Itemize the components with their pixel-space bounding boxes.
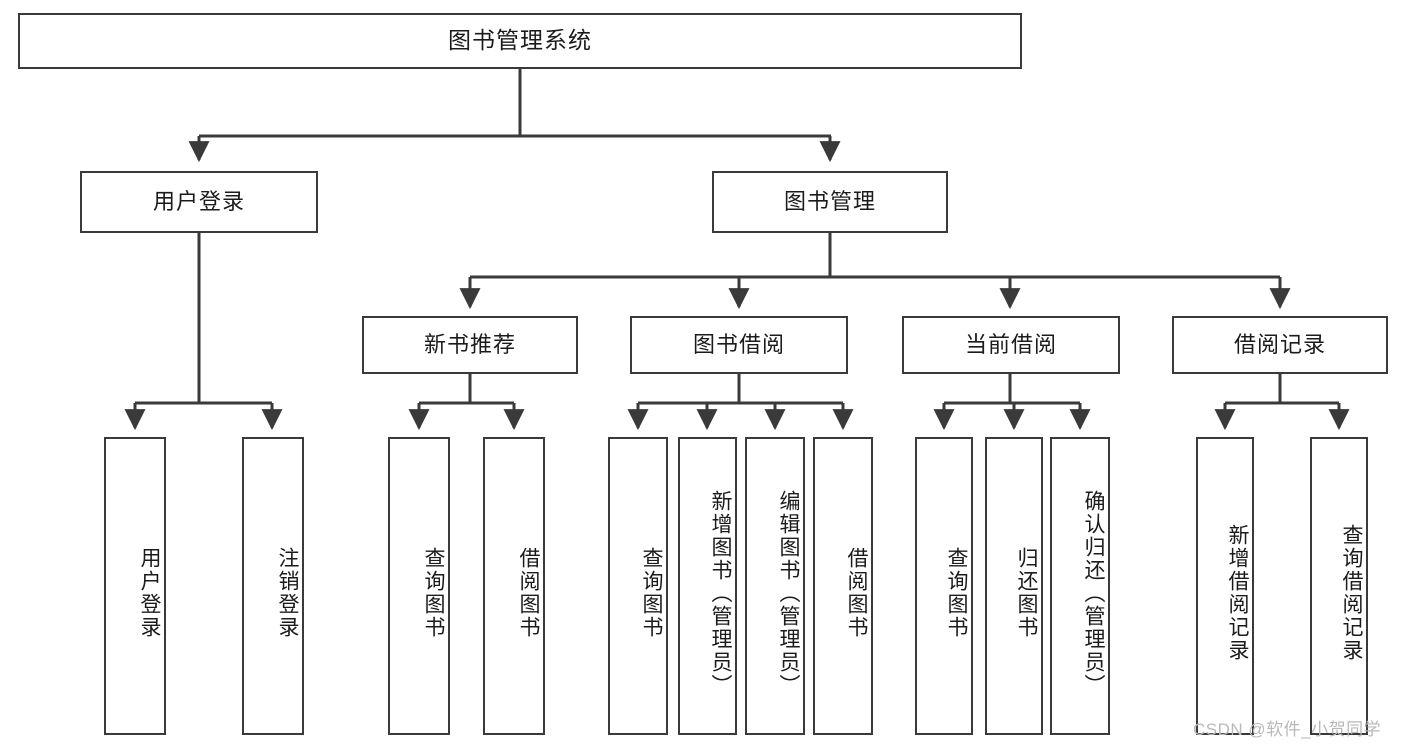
- node-new-book-recommendation[interactable]: 新书推荐: [362, 316, 578, 374]
- node-label: 新书推荐: [423, 331, 516, 357]
- node-label: 查询图书: [640, 547, 663, 639]
- node-label: 当前借阅: [964, 331, 1057, 357]
- node-label: 图书管理: [783, 188, 876, 214]
- node-label: 借阅图书: [845, 547, 868, 639]
- node-label: 图书管理系统: [448, 27, 592, 54]
- leaf-confirm-return-admin[interactable]: 确认归还（管理员）: [1050, 437, 1110, 735]
- node-label: 查询图书: [945, 547, 968, 639]
- csdn-watermark: CSDN @软件_小贺同学: [1193, 720, 1382, 739]
- node-label: 归还图书: [1015, 547, 1038, 639]
- leaf-borrow-books-borrowing[interactable]: 借阅图书: [813, 437, 873, 735]
- leaf-query-books-borrowing[interactable]: 查询图书: [608, 437, 668, 735]
- node-user-login[interactable]: 用户登录: [80, 171, 318, 233]
- node-book-borrowing[interactable]: 图书借阅: [630, 316, 848, 374]
- leaf-logout[interactable]: 注销登录: [242, 437, 304, 735]
- node-label: 新增图书（管理员）: [709, 489, 732, 697]
- leaf-borrow-books-recommend[interactable]: 借阅图书: [483, 437, 545, 735]
- node-label: 借阅记录: [1233, 331, 1326, 357]
- leaf-query-borrow-record[interactable]: 查询借阅记录: [1310, 437, 1368, 735]
- leaf-edit-book-admin[interactable]: 编辑图书（管理员）: [745, 437, 805, 735]
- leaf-query-books-current[interactable]: 查询图书: [915, 437, 973, 735]
- leaf-add-borrow-record[interactable]: 新增借阅记录: [1196, 437, 1254, 735]
- leaf-return-books[interactable]: 归还图书: [985, 437, 1043, 735]
- node-label: 借阅图书: [517, 547, 540, 639]
- node-borrow-records[interactable]: 借阅记录: [1172, 316, 1388, 374]
- node-label: 新增借阅记录: [1226, 524, 1249, 662]
- node-root-book-management-system[interactable]: 图书管理系统: [18, 13, 1022, 69]
- node-current-borrowing[interactable]: 当前借阅: [902, 316, 1120, 374]
- node-label: 用户登录: [152, 188, 245, 214]
- node-label: 用户登录: [138, 547, 161, 639]
- leaf-add-book-admin[interactable]: 新增图书（管理员）: [678, 437, 737, 735]
- leaf-user-login[interactable]: 用户登录: [104, 437, 166, 735]
- node-label: 图书借阅: [692, 331, 785, 357]
- node-label: 查询图书: [422, 547, 445, 639]
- leaf-query-books-recommend[interactable]: 查询图书: [388, 437, 450, 735]
- node-label: 确认归还（管理员）: [1082, 489, 1105, 697]
- node-label: 注销登录: [276, 547, 299, 639]
- node-label: 查询借阅记录: [1340, 524, 1363, 662]
- node-book-management[interactable]: 图书管理: [712, 171, 948, 233]
- node-label: 编辑图书（管理员）: [777, 489, 800, 697]
